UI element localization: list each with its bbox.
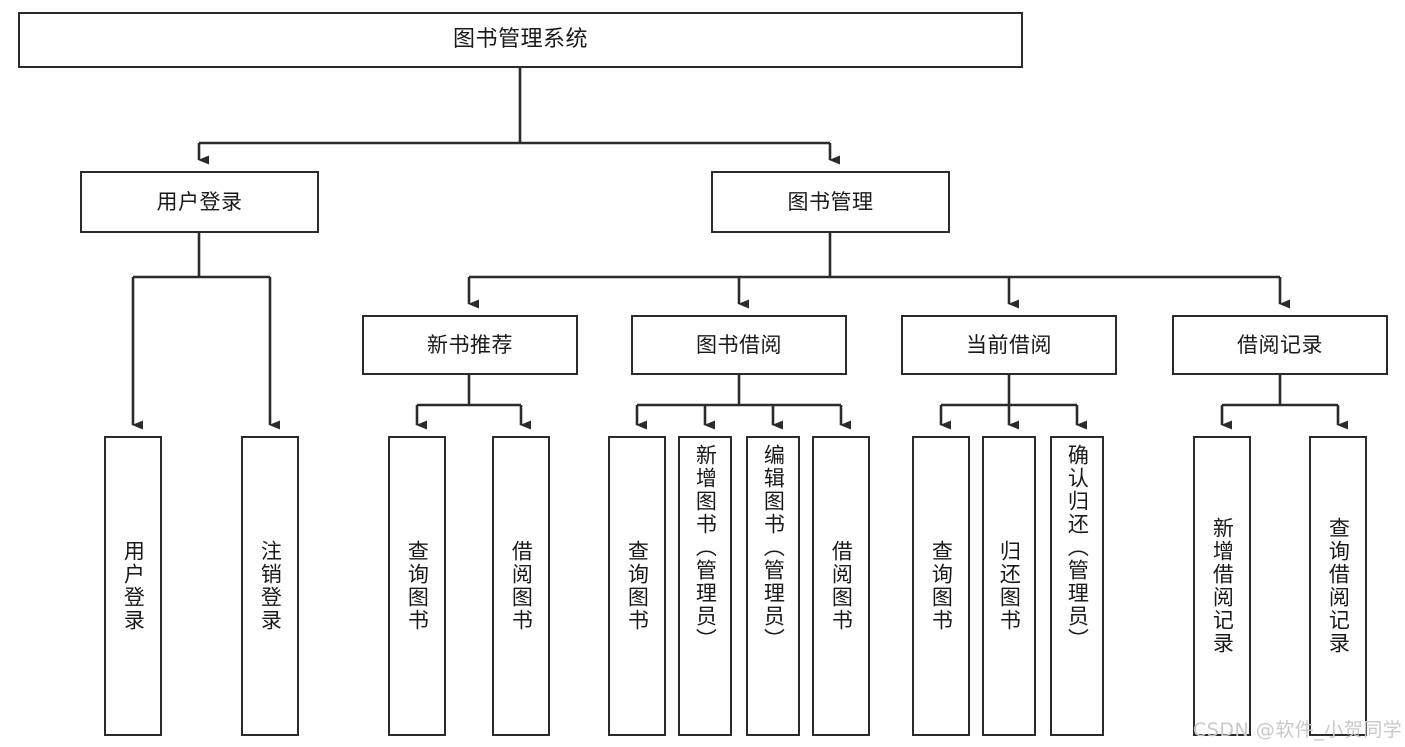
leaf-current-confirm-return-admin[interactable]: 确认归还（管理员） xyxy=(1050,436,1104,736)
node-label: 用户登录 xyxy=(121,540,146,632)
node-label: 查询图书 xyxy=(405,540,430,632)
node-user-login[interactable]: 用户登录 xyxy=(80,171,319,233)
leaf-borrow-add-book-admin[interactable]: 新增图书（管理员） xyxy=(678,436,732,736)
node-label: 新增图书（管理员） xyxy=(693,444,718,651)
node-label: 借阅图书 xyxy=(509,540,534,632)
node-label: 查询图书 xyxy=(625,540,650,632)
node-label: 用户登录 xyxy=(156,189,243,214)
leaf-borrow-query-book[interactable]: 查询图书 xyxy=(608,436,666,736)
node-label: 借阅图书 xyxy=(829,540,854,632)
node-label: 注销登录 xyxy=(258,540,283,632)
node-label: 编辑图书（管理员） xyxy=(761,444,786,651)
node-root-system[interactable]: 图书管理系统 xyxy=(18,12,1023,68)
leaf-newbook-borrow-book[interactable]: 借阅图书 xyxy=(492,436,550,736)
leaf-borrow-edit-book-admin[interactable]: 编辑图书（管理员） xyxy=(746,436,800,736)
leaf-record-query-record[interactable]: 查询借阅记录 xyxy=(1309,436,1367,736)
node-label: 图书管理系统 xyxy=(452,27,588,53)
watermark-text: CSDN @软件_小贺同学 xyxy=(1193,719,1403,741)
node-label: 查询借阅记录 xyxy=(1326,517,1351,655)
leaf-current-query-book[interactable]: 查询图书 xyxy=(912,436,970,736)
node-label: 确认归还（管理员） xyxy=(1065,444,1090,651)
node-book-borrow[interactable]: 图书借阅 xyxy=(631,315,847,375)
node-label: 图书借阅 xyxy=(696,332,782,357)
node-current-borrow[interactable]: 当前借阅 xyxy=(901,315,1117,375)
leaf-borrow-borrow-book[interactable]: 借阅图书 xyxy=(812,436,870,736)
node-label: 当前借阅 xyxy=(966,332,1052,357)
leaf-record-add-record[interactable]: 新增借阅记录 xyxy=(1193,436,1251,736)
leaf-user-login-action[interactable]: 用户登录 xyxy=(104,436,162,736)
node-label: 新增借阅记录 xyxy=(1210,517,1235,655)
node-label: 查询图书 xyxy=(929,540,954,632)
node-label: 新书推荐 xyxy=(427,332,513,357)
node-new-book-recommend[interactable]: 新书推荐 xyxy=(362,315,578,375)
node-label: 归还图书 xyxy=(997,540,1022,632)
node-label: 借阅记录 xyxy=(1237,332,1323,357)
leaf-newbook-query-book[interactable]: 查询图书 xyxy=(388,436,446,736)
node-borrow-record[interactable]: 借阅记录 xyxy=(1172,315,1388,375)
leaf-current-return-book[interactable]: 归还图书 xyxy=(982,436,1036,736)
node-book-management[interactable]: 图书管理 xyxy=(711,171,950,233)
leaf-user-logout[interactable]: 注销登录 xyxy=(241,436,299,736)
node-label: 图书管理 xyxy=(787,189,874,214)
